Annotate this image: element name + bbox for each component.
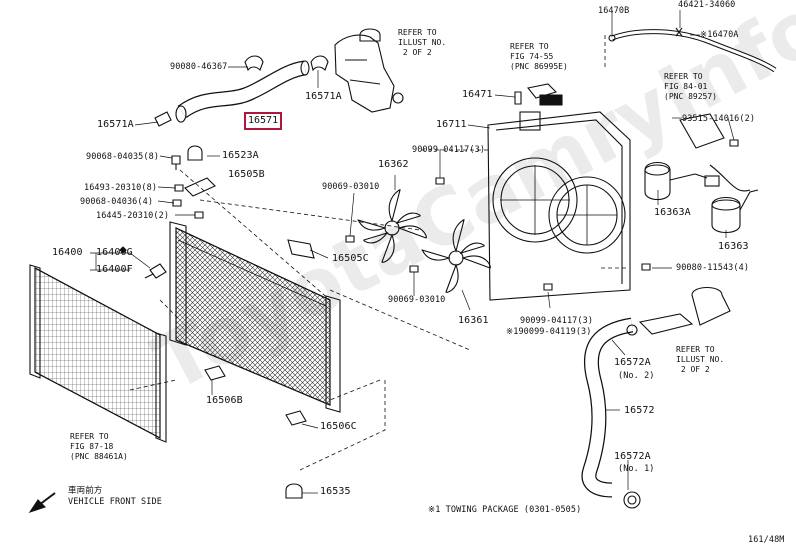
label-16572[interactable]: 16572 <box>624 405 655 416</box>
cushion-16523a <box>187 145 203 161</box>
label-16470a[interactable]: ※16470A <box>700 30 739 40</box>
fan-motor-16363a <box>644 161 708 201</box>
hose-clamp-left <box>154 111 172 127</box>
refer-fig-74-55[interactable]: REFER TO FIG 74-55 (PNC 86995E) <box>510 42 568 71</box>
bolt-90099-a <box>435 177 445 185</box>
label-16571a-top[interactable]: 16571A <box>305 91 342 102</box>
bracket-16506c <box>285 410 307 426</box>
bracket-16505b <box>184 177 216 197</box>
label-16445-20310[interactable]: 16445-20310(2) <box>96 211 170 221</box>
label-16363[interactable]: 16363 <box>718 241 749 252</box>
bolt-93515 <box>729 139 739 147</box>
cooling-fan-16362 <box>357 189 427 263</box>
label-16506c[interactable]: 16506C <box>320 421 357 432</box>
label-16470b[interactable]: 16470B <box>598 6 630 16</box>
refer-illust-2of2-bottom[interactable]: REFER TO ILLUST NO. 2 OF 2 <box>676 345 725 374</box>
label-16361[interactable]: 16361 <box>458 315 489 326</box>
label-16572a-no1-sub[interactable]: (No. 1) <box>618 464 655 474</box>
hose-clamp-top <box>244 55 264 72</box>
page-reference: 161/48M <box>748 535 785 545</box>
label-16571a-left[interactable]: 16571A <box>97 119 134 130</box>
bolt-90099-b <box>543 283 553 291</box>
refer-fig-87-18[interactable]: REFER TO FIG 87-18 (PNC 88461A) <box>70 432 128 461</box>
wire-harness <box>679 113 751 192</box>
water-outlet-housing <box>334 28 404 113</box>
label-16471[interactable]: 16471 <box>462 89 493 100</box>
bracket-16505c <box>287 239 315 259</box>
reservoir-bracket <box>527 83 558 99</box>
ac-condenser <box>29 264 167 443</box>
footnote-towing-package: ※1 TOWING PACKAGE (0301-0505) <box>428 505 582 515</box>
bolt-90069-b <box>409 265 419 273</box>
bolt-16445 <box>194 211 204 219</box>
vehicle-front-side: VEHICLE FRONT SIDE <box>68 497 162 507</box>
label-16506b[interactable]: 16506B <box>206 395 243 406</box>
refer-fig-84-01[interactable]: REFER TO FIG 84-01 (PNC 89257) <box>664 72 717 101</box>
label-16711[interactable]: 16711 <box>436 119 467 130</box>
leader-lines <box>90 10 735 494</box>
bolt-16493 <box>174 184 184 192</box>
label-16505c[interactable]: 16505C <box>332 253 369 264</box>
label-16363a[interactable]: 16363A <box>654 207 691 218</box>
label-16572a-no1[interactable]: 16572A <box>614 451 651 462</box>
radiator-core <box>169 221 341 413</box>
label-16523a[interactable]: 16523A <box>222 150 259 161</box>
cushion-16535 <box>285 483 303 499</box>
label-16505b[interactable]: 16505B <box>228 169 265 180</box>
label-90068-04035[interactable]: 90068-04035(8) <box>86 152 160 162</box>
label-46421-34060[interactable]: 46421-34060 <box>678 0 736 10</box>
label-90069-03010-b[interactable]: 90069-03010 <box>388 295 446 305</box>
reservoir-hose <box>608 27 777 73</box>
bolt-90069-a <box>345 235 355 243</box>
bolt-90068-04036 <box>172 199 182 207</box>
hose-clamp-mid <box>310 55 329 72</box>
label-90068-04036[interactable]: 90068-04036(4) <box>80 197 154 207</box>
bolt-90068-04035 <box>171 155 181 170</box>
upper-radiator-hose <box>175 60 310 123</box>
highlighted-part-16571[interactable]: 16571 <box>244 112 283 130</box>
drain-16400f <box>144 263 167 279</box>
refer-illust-2of2-top[interactable]: REFER TO ILLUST NO. 2 OF 2 <box>398 28 447 57</box>
label-16400[interactable]: 16400 <box>52 247 83 258</box>
reservoir-pad <box>539 94 563 106</box>
label-16362[interactable]: 16362 <box>378 159 409 170</box>
vehicle-front-arrow <box>28 492 56 514</box>
label-16572a-no2-sub[interactable]: (No. 2) <box>618 371 655 381</box>
fan-shroud <box>487 111 631 301</box>
label-93515-14016[interactable]: 93515-14016(2) <box>682 114 756 124</box>
label-16400g[interactable]: 16400G <box>96 247 133 258</box>
label-90080-46367[interactable]: 90080-46367 <box>170 62 228 72</box>
fan-motor-16363 <box>711 189 759 234</box>
label-90080-11543[interactable]: 90080-11543(4) <box>676 263 750 273</box>
label-16400f[interactable]: 16400F <box>96 264 133 275</box>
label-90069-03010-a[interactable]: 90069-03010 <box>322 182 380 192</box>
label-90099-04117-a[interactable]: 90099-04117(3) <box>412 145 486 155</box>
cooling-fan-16361 <box>421 219 491 293</box>
label-16572a-no2[interactable]: 16572A <box>614 357 651 368</box>
label-190099-04119[interactable]: ※190099-04119(3) <box>506 327 592 337</box>
vehicle-front-jp: 車両前方 <box>68 486 103 496</box>
label-16493-20310[interactable]: 16493-20310(8) <box>84 183 158 193</box>
clip-16471 <box>514 91 522 105</box>
label-16535[interactable]: 16535 <box>320 486 351 497</box>
bolt-90080-11543 <box>641 263 651 271</box>
lower-radiator-hose <box>581 286 731 509</box>
bracket-16506b <box>204 365 226 381</box>
assembly-lines <box>129 35 626 471</box>
label-90099-04117-b[interactable]: 90099-04117(3) <box>520 316 594 326</box>
